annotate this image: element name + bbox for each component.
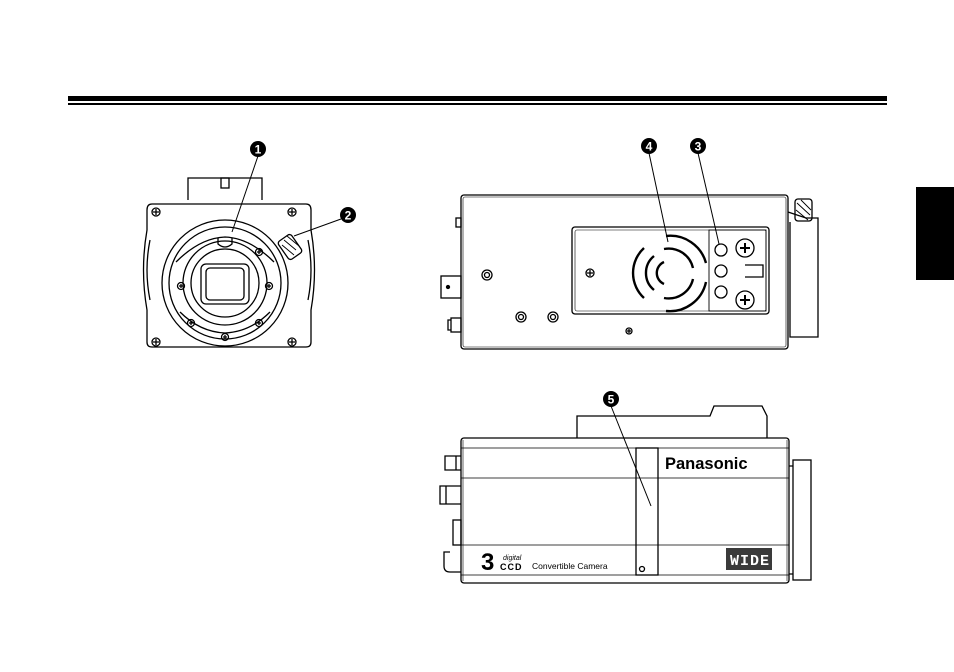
callout-markers: 1 2 3 4 5 (250, 138, 706, 407)
svg-text:5: 5 (608, 393, 615, 407)
callout-4: 4 (641, 138, 657, 154)
svg-text:4: 4 (646, 140, 653, 154)
wide-badge-text: WIDE (730, 553, 770, 570)
callout-5: 5 (603, 391, 619, 407)
brand-logo: Panasonic (665, 455, 748, 473)
front-adjust-knob (277, 233, 303, 260)
mount-screws (178, 249, 273, 341)
callout-leaders (232, 153, 719, 506)
ccd-label: CCD (500, 562, 523, 572)
side-buttons (715, 239, 763, 309)
digital-label: digital (503, 555, 522, 562)
svg-text:3: 3 (695, 140, 702, 154)
callout-3: 3 (690, 138, 706, 154)
branding: Panasonic 3 digital CCD Convertible Came… (481, 455, 772, 576)
model-caption: Convertible Camera (532, 561, 608, 571)
three-ccd-numeral: 3 (481, 549, 494, 576)
front-view (144, 178, 315, 347)
side-screws (482, 270, 632, 334)
svg-text:1: 1 (255, 143, 262, 157)
fan-vent (633, 236, 706, 311)
callout-2: 2 (340, 207, 356, 223)
svg-text:2: 2 (345, 209, 352, 223)
callout-1: 1 (250, 141, 266, 157)
side-view (441, 195, 818, 349)
